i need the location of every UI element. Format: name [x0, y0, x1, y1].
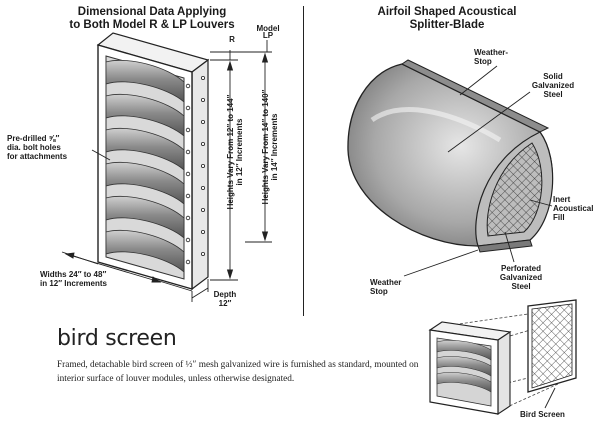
louver-blades	[105, 59, 185, 273]
height-range-r: Heights Vary From 12″ to 144″ in 12″ Inc…	[226, 94, 244, 210]
bird-screen-mesh	[531, 303, 573, 389]
weather-stop-bottom	[477, 239, 533, 253]
depth-note: Depth 12″	[213, 290, 237, 308]
louver-side-face	[191, 58, 209, 291]
louver-diagram	[96, 32, 210, 291]
bird-screen-label: Bird Screen	[520, 410, 565, 419]
bolt-hole-note: Pre-drilled ⅝″ dia. bolt holes for attac…	[7, 134, 68, 161]
height-dimension-lines	[210, 40, 272, 281]
bird-screen-diagram	[428, 299, 577, 416]
splitter-blade-diagram	[347, 59, 554, 253]
weather-stop-top	[401, 59, 550, 133]
width-range-note: Widths 24″ to 48″ in 12″ Increments	[40, 270, 107, 288]
bird-screen-description: Framed, detachable bird screen of ½″ mes…	[57, 360, 419, 384]
louver-title: Dimensional Data Applying to Both Model …	[69, 6, 235, 31]
bird-screen-heading: bird screen	[57, 326, 177, 351]
model-header: Model	[256, 24, 280, 33]
width-dimension-line	[61, 251, 193, 292]
splitter-title: Airfoil Shaped Acoustical Splitter-Blade	[377, 6, 517, 31]
label-inert-acoustical-fill: Inert Acoustical Fill	[553, 195, 594, 222]
panel-divider	[303, 6, 304, 316]
drill-note-leader	[91, 149, 111, 161]
model-lp-label: LP	[262, 31, 274, 40]
model-r-label: R	[229, 35, 235, 44]
label-weather-stop-top: Weather- Stop	[474, 48, 509, 66]
height-range-lp: Heights Vary From 14″ to 140″ in 14″ Inc…	[261, 89, 279, 205]
depth-dimension-line	[191, 279, 209, 302]
label-weather-stop-bottom: Weather Stop	[370, 278, 402, 296]
label-perforated-galvanized-steel: Perforated Galvanized Steel	[499, 264, 543, 291]
splitter-leader-lines	[403, 65, 553, 277]
label-solid-galvanized-steel: Solid Galvanized Steel	[531, 72, 575, 99]
bolt-holes	[185, 76, 205, 265]
